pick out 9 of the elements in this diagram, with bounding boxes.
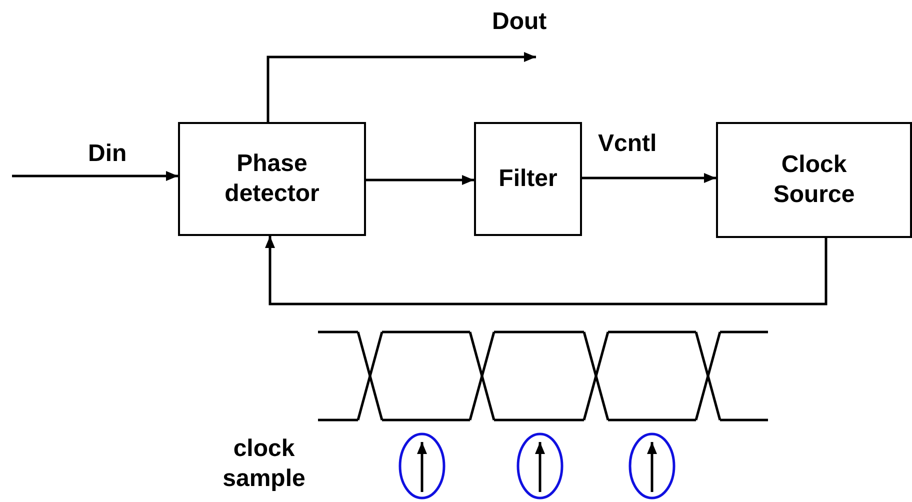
arrow: [582, 173, 716, 183]
arrow: [12, 171, 178, 181]
arrow: [266, 52, 536, 122]
process-box: Phase detector: [178, 122, 366, 236]
arrow: [265, 236, 828, 306]
process-box: Clock Source: [716, 122, 912, 238]
arrow: [366, 175, 474, 185]
process-box: Filter: [474, 122, 582, 236]
axis-label: clock sample: [222, 434, 306, 494]
